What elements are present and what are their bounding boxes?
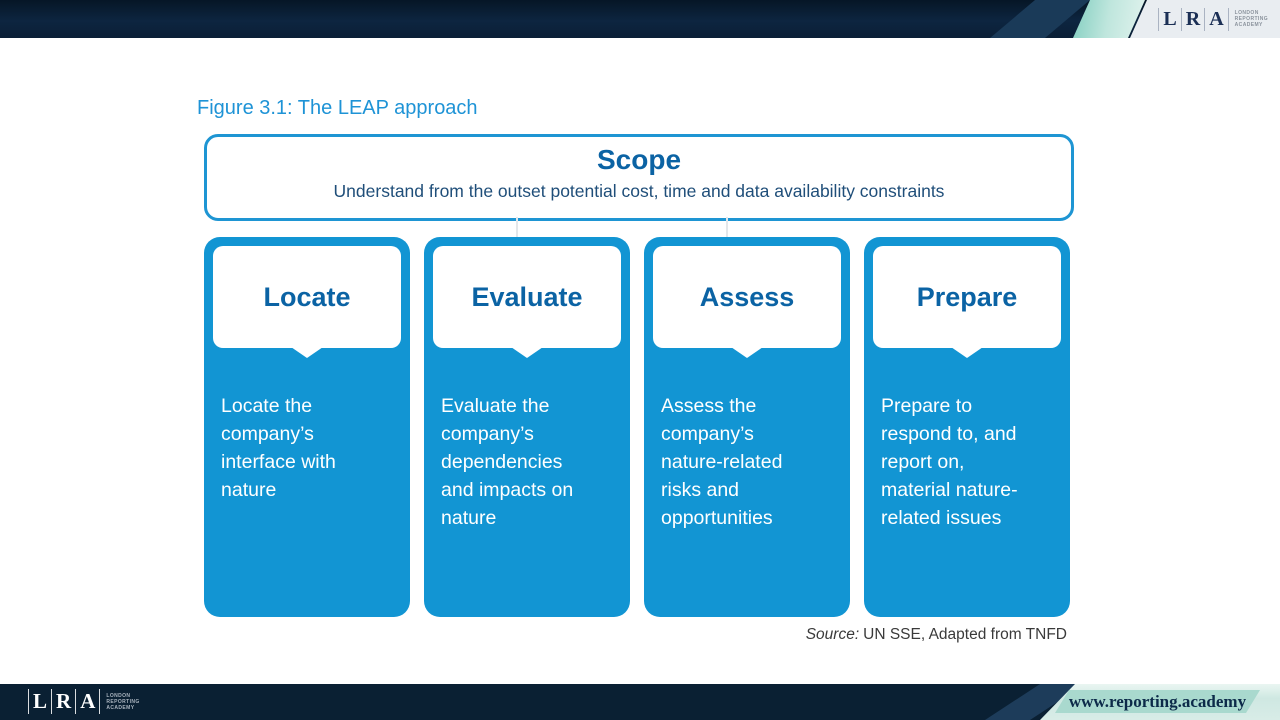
source-label: Source:: [805, 626, 860, 643]
card-heading: Prepare: [916, 281, 1018, 312]
lra-letter-l: L: [1158, 7, 1180, 31]
lra-letters: L R A: [28, 689, 101, 714]
website-url[interactable]: www.reporting.academy: [1068, 691, 1247, 711]
speech-tail: [291, 347, 323, 358]
card-body-text: Assess the company’s nature-related risk…: [661, 395, 783, 529]
speech-tail: [951, 347, 983, 358]
card-body-text: Evaluate the company’s dependencies and …: [441, 395, 574, 529]
lra-org-name: LONDON REPORTING ACADEMY: [106, 693, 139, 711]
card-body-text: Prepare to respond to, and report on, ma…: [881, 395, 1018, 529]
lra-org-line2: REPORTING: [106, 698, 140, 705]
card-label-box: Evaluate: [433, 246, 621, 348]
card-body-text: Locate the company’s interface with natu…: [221, 395, 336, 501]
card-heading: Evaluate: [471, 281, 583, 312]
source-text: UN SSE, Adapted from TNFD: [863, 626, 1067, 643]
footer-lra-logo: L R A LONDON REPORTING ACADEMY: [28, 689, 140, 714]
lra-letter-a: A: [75, 689, 101, 714]
header-logo-block: L R A LONDON REPORTING ACADEMY: [1130, 0, 1280, 38]
lra-logo: L R A LONDON REPORTING ACADEMY: [1158, 7, 1268, 31]
footer-bar: L R A LONDON REPORTING ACADEMY www.repor…: [0, 684, 1280, 720]
leap-card-evaluate: Evaluate Evaluate the company’s dependen…: [424, 237, 630, 617]
card-label-box: Assess: [653, 246, 841, 348]
card-heading: Assess: [699, 281, 795, 312]
lra-org-line3: ACADEMY: [1234, 22, 1263, 28]
lra-letter-r: R: [51, 689, 75, 714]
scope-subtitle: Understand from the outset potential cos…: [333, 181, 945, 201]
scope-title: Scope: [596, 144, 682, 175]
lra-letter-l: L: [28, 689, 51, 714]
card-label-box: Locate: [213, 246, 401, 348]
leap-card-prepare: Prepare Prepare to respond to, and repor…: [864, 237, 1070, 617]
lra-org-line2: REPORTING: [1234, 16, 1268, 22]
lra-letter-a: A: [1204, 7, 1229, 31]
figure-title: Figure 3.1: The LEAP approach: [197, 97, 478, 119]
card-heading: Locate: [263, 281, 351, 312]
scope-box: Scope Understand from the outset potenti…: [204, 134, 1074, 221]
leap-card-assess: Assess Assess the company’s nature-relat…: [644, 237, 850, 617]
lra-letters: L R A: [1158, 7, 1229, 31]
lra-letter-r: R: [1180, 7, 1204, 31]
lra-org-name: LONDON REPORTING ACADEMY: [1235, 10, 1268, 28]
leap-card-locate: Locate Locate the company’s interface wi…: [204, 237, 410, 617]
speech-tail: [731, 347, 763, 358]
lra-org-line1: LONDON: [106, 692, 131, 699]
speech-tail: [511, 347, 543, 358]
website-banner[interactable]: www.reporting.academy: [1055, 690, 1260, 713]
card-label-box: Prepare: [873, 246, 1061, 348]
header-bar: L R A LONDON REPORTING ACADEMY: [0, 0, 1280, 38]
source-note: Source:UN SSE, Adapted from TNFD: [806, 626, 1067, 644]
lra-org-line1: LONDON: [1234, 10, 1259, 16]
lra-org-line3: ACADEMY: [106, 704, 135, 711]
